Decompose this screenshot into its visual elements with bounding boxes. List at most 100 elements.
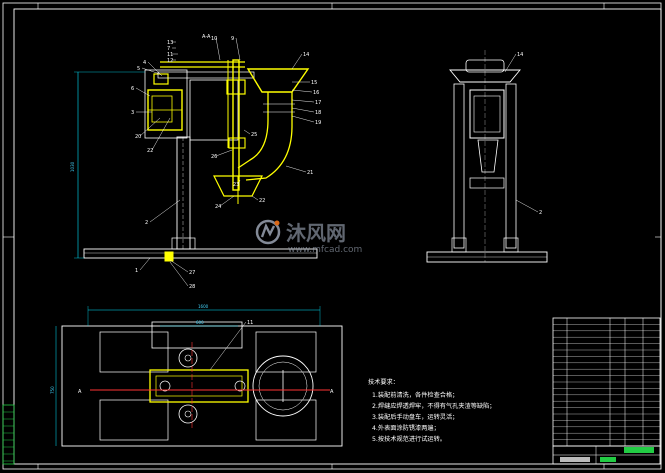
- side-hopper: [449, 69, 521, 83]
- height-dim: 1030: [70, 161, 75, 172]
- part-callout: 18: [315, 110, 321, 116]
- view-marker-left: A: [78, 389, 82, 395]
- part-callout: 23: [233, 182, 239, 188]
- part-callout: 1: [135, 268, 138, 274]
- drum-circle: [252, 355, 314, 417]
- part-callout: 7: [167, 46, 170, 52]
- part-callout: 22: [147, 148, 153, 154]
- leader-line: [515, 199, 539, 213]
- side-view: [426, 50, 548, 263]
- leader-line: [149, 199, 181, 223]
- part-callout: 10: [211, 36, 217, 42]
- revision-strip: [2, 404, 15, 465]
- chute: [237, 92, 293, 181]
- part-callout: 25: [251, 132, 257, 138]
- part-callout: 16: [313, 90, 319, 96]
- front-view: 1030: [70, 59, 318, 262]
- leader-line: [291, 53, 303, 70]
- part-callout: 5: [137, 66, 140, 72]
- plan-depth-dim: 750: [50, 386, 55, 394]
- leader-line: [209, 321, 247, 371]
- part-callout: 20: [135, 134, 141, 140]
- part-callout: 24: [215, 204, 221, 210]
- border-ticks: [3, 3, 661, 469]
- part-callout: 14: [517, 52, 523, 58]
- part-callout: 15: [311, 80, 317, 86]
- watermark-url: www.mfcad.com: [288, 245, 362, 255]
- part-callout: 13: [167, 40, 173, 46]
- tech-notes: 技术要求： 1.装配前清洗，各件检查合格； 2.焊缝应焊透焊牢，不得有气孔夹渣等…: [368, 378, 495, 443]
- part-callout: 27: [189, 270, 195, 276]
- side-callouts: 14 2: [504, 52, 542, 216]
- leader-line: [291, 99, 315, 103]
- watermark: 沐风网 www.mfcad.com: [255, 219, 362, 255]
- part-callout: 26: [211, 154, 217, 160]
- pulley-bottom: [178, 404, 198, 424]
- plan-callouts: 11: [209, 320, 253, 371]
- part-callout: 11: [167, 52, 173, 58]
- leader-line: [141, 67, 161, 75]
- tech-note-1: 1.装配前清洗，各件检查合格；: [372, 391, 458, 399]
- part-callout: 14: [303, 52, 309, 58]
- plan-motor-plate: [149, 369, 249, 403]
- inner-border: [13, 8, 662, 465]
- tech-note-2: 2.焊缝应焊透焊牢，不得有气孔夹渣等缺陷；: [372, 402, 495, 410]
- column-foot: [171, 237, 196, 250]
- plan-frame: [151, 321, 243, 349]
- view-marker-right: A: [330, 389, 334, 395]
- mfcad-logo-icon: [255, 219, 281, 245]
- leader-line: [215, 149, 233, 157]
- side-drum: [469, 89, 505, 139]
- base-plate: [83, 248, 318, 259]
- plan-inner-dim: 600: [196, 320, 204, 325]
- plan-outline: [61, 325, 343, 447]
- leader-line: [139, 117, 161, 137]
- part-callout: 6: [131, 86, 134, 92]
- part-callout: 21: [307, 170, 313, 176]
- leader-line: [151, 117, 171, 151]
- top-cover: [153, 73, 169, 85]
- plan-width-dim: 1600: [198, 304, 209, 309]
- support-column: [176, 136, 191, 250]
- leader-line: [237, 179, 241, 185]
- part-callout: 4: [143, 60, 146, 66]
- leader-line: [169, 261, 189, 287]
- leader-line: [251, 195, 259, 201]
- part-callout: 28: [189, 284, 195, 290]
- part-callout: 19: [315, 120, 321, 126]
- leader-line: [139, 257, 151, 271]
- plan-view: 1600 600 750 A A: [50, 304, 343, 447]
- leader-line: [291, 89, 313, 93]
- leader-line: [504, 53, 517, 73]
- leader-line: [169, 259, 189, 273]
- leader-line: [285, 165, 307, 173]
- leader-line: [235, 37, 241, 61]
- part-callout: 2: [539, 210, 542, 216]
- part-callout: 9: [231, 36, 234, 42]
- feed-hopper: [246, 68, 310, 93]
- part-callout: 22: [259, 198, 265, 204]
- title-block: [552, 445, 661, 465]
- leader-line: [291, 107, 315, 113]
- part-callout: 11: [247, 320, 253, 326]
- drum-housing: [189, 79, 239, 141]
- leader-line: [215, 37, 221, 61]
- parts-list-table: [552, 317, 661, 447]
- part-callout: 12: [167, 58, 173, 64]
- leader-line: [291, 115, 315, 123]
- vertical-shaft: [232, 59, 240, 191]
- part-callout: 2: [145, 220, 148, 226]
- leader-line: [135, 87, 151, 97]
- leader-line: [243, 129, 251, 135]
- section-label: A-A: [202, 34, 211, 40]
- part-callout: 17: [315, 100, 321, 106]
- upper-housing: [144, 69, 188, 139]
- tech-notes-title: 技术要求：: [368, 378, 399, 386]
- tech-note-4: 4.外表面涂防锈漆两遍；: [372, 424, 440, 432]
- pulley-top: [178, 348, 198, 368]
- watermark-brand: 沐风网: [286, 221, 346, 245]
- part-callout: 3: [131, 110, 134, 116]
